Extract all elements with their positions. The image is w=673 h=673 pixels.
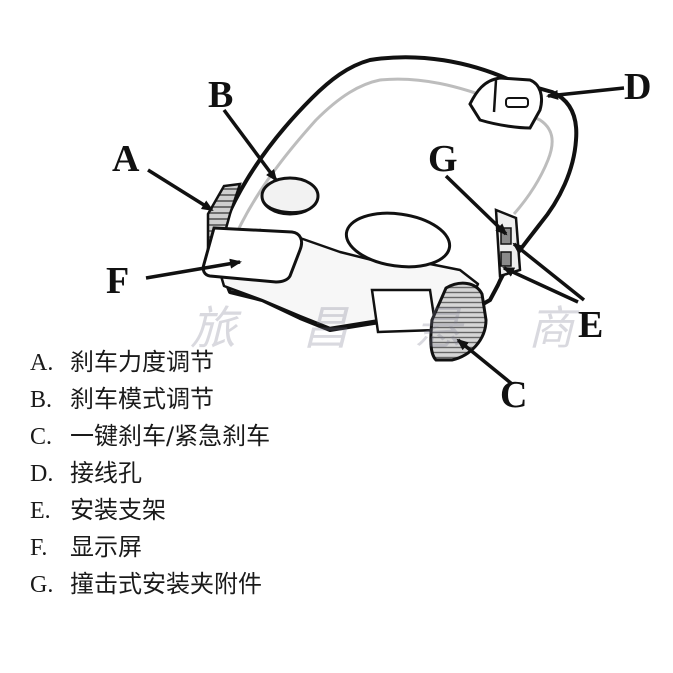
legend-item-a: A. 刹车力度调节 [30,344,270,381]
arrow-g [444,174,508,236]
legend-key: A. [30,350,54,376]
arrow-a [147,168,214,212]
arrow-e-upper [512,242,586,302]
legend-text: 撞击式安装夹附件 [70,570,262,598]
legend-key: E. [30,498,51,524]
callout-label-b: B [208,74,234,116]
legend-key: G. [30,572,54,598]
legend-text: 安装支架 [70,496,166,524]
legend-item-e: E. 安装支架 [30,492,270,529]
callout-label-e: E [578,304,604,346]
arrow-f [145,258,242,280]
legend-key: B. [30,387,53,413]
parts-legend: A. 刹车力度调节 B. 刹车模式调节 C. 一键刹车/紧急刹车 D. 接线孔 E. 安装… [30,344,270,603]
legend-text: 显示屏 [70,533,142,561]
connector-port-slot [505,97,529,108]
arrow-b [222,108,278,182]
manual-override-lever [429,281,488,362]
callout-label-a: A [112,138,140,180]
top-oval-recess [344,211,452,269]
legend-key: D. [30,461,54,487]
legend-item-g: G. 撞击式安装夹附件 [30,566,270,603]
legend-text: 接线孔 [70,459,142,487]
arrow-d [546,86,625,100]
legend-item-f: F. 显示屏 [30,529,270,566]
arrow-e-lower [502,266,579,304]
legend-text: 一键刹车/紧急刹车 [70,422,271,450]
callout-label-d: D [624,66,652,108]
callout-label-g: G [428,138,458,180]
callout-label-f: F [106,260,130,302]
display-window [201,226,304,284]
legend-text: 刹车力度调节 [70,348,214,376]
legend-key: C. [30,424,53,450]
legend-item-c: C. 一键刹车/紧急刹车 [30,418,270,455]
mode-button [260,176,320,216]
watermark-text: 旅 昌 悬 商 [190,301,600,355]
side-slot-lower [500,251,512,267]
legend-item-d: D. 接线孔 [30,455,270,492]
arrow-c [456,338,514,386]
legend-key: F. [30,535,48,561]
callout-label-c: C [500,374,528,416]
legend-text: 刹车模式调节 [70,385,214,413]
legend-item-b: B. 刹车模式调节 [30,381,270,418]
top-surface-shade [228,77,554,249]
